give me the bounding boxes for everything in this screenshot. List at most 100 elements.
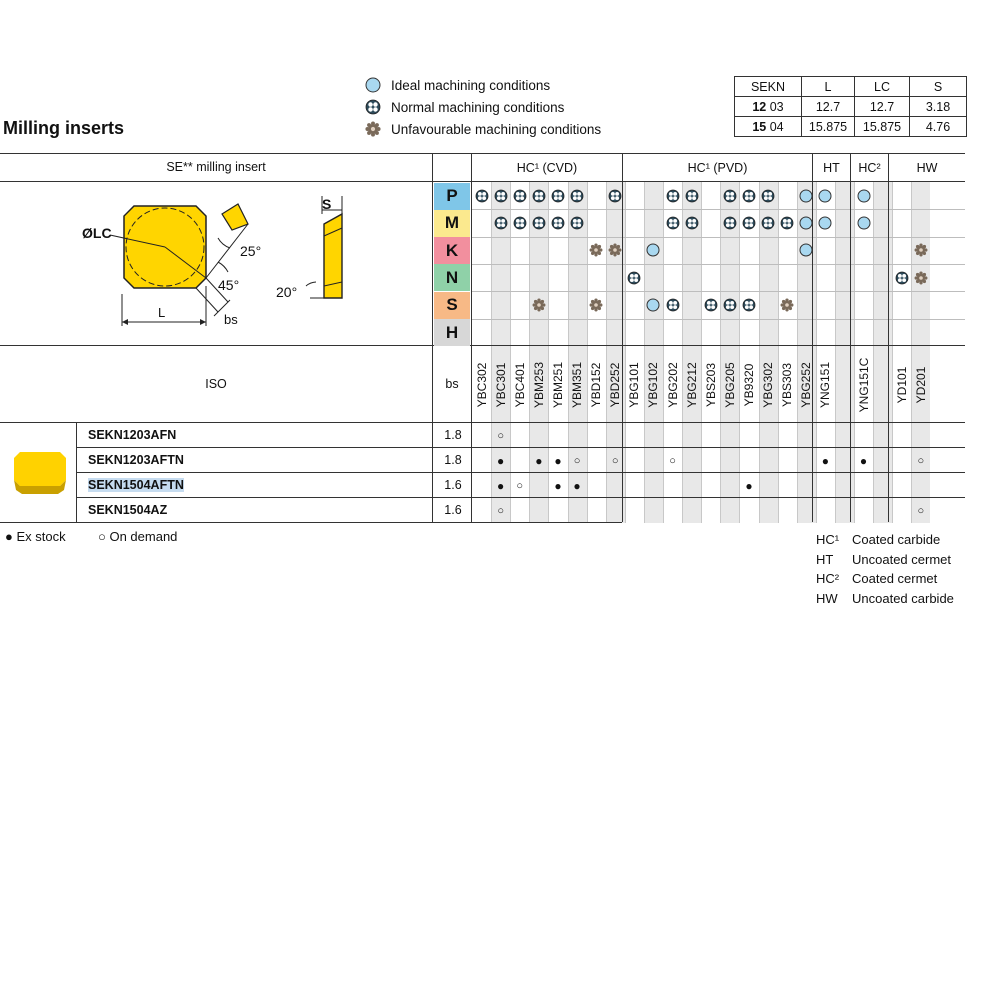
label-angle-25: 25° bbox=[240, 243, 262, 259]
normal-condition-icon bbox=[513, 189, 527, 203]
product-bs: 1.6 bbox=[444, 503, 462, 517]
column-divider bbox=[510, 182, 512, 523]
normal-condition-icon bbox=[685, 189, 699, 203]
material-row-rule bbox=[472, 318, 965, 320]
grade-label: YBM253 bbox=[531, 361, 546, 409]
grade-label: YBG202 bbox=[665, 362, 680, 408]
grade-label: YBG102 bbox=[646, 362, 661, 408]
group-divider bbox=[432, 153, 433, 522]
ex-stock-dot: ● bbox=[573, 478, 581, 493]
table-rule bbox=[0, 345, 965, 346]
size-cell-code: 12 03 bbox=[734, 96, 802, 117]
column-divider bbox=[911, 182, 913, 523]
insert-drawing bbox=[109, 196, 343, 326]
material-row-rule bbox=[472, 291, 965, 293]
product-code[interactable]: SEKN1203AFN bbox=[88, 428, 177, 442]
ideal-condition-icon bbox=[799, 243, 813, 257]
normal-condition-icon bbox=[551, 216, 565, 230]
grade-label: YBD152 bbox=[589, 362, 604, 408]
product-code[interactable]: SEKN1203AFTN bbox=[88, 453, 184, 467]
size-cell-s: 3.18 bbox=[909, 96, 967, 117]
unfavourable-condition-icon bbox=[914, 271, 928, 285]
ex-stock-dot: ● bbox=[554, 453, 562, 468]
column-divider bbox=[815, 182, 817, 523]
group-hw: HW bbox=[916, 161, 938, 175]
column-stripe bbox=[720, 182, 740, 523]
normal-condition-icon bbox=[704, 298, 718, 312]
normal-condition-icon bbox=[608, 189, 622, 203]
grade-label: YBC401 bbox=[512, 362, 527, 408]
table-rule bbox=[76, 497, 965, 498]
column-stripe bbox=[529, 182, 549, 523]
normal-condition-icon bbox=[494, 189, 508, 203]
normal-condition-icon bbox=[742, 298, 756, 312]
on-demand-circle: ○ bbox=[497, 504, 504, 517]
page-title: Milling inserts bbox=[3, 118, 125, 138]
ex-stock-dot: ● bbox=[497, 478, 505, 493]
on-demand-circle: ○ bbox=[917, 454, 925, 467]
unfavourable-condition-icon bbox=[589, 298, 603, 312]
table-rule bbox=[0, 153, 965, 154]
product-code[interactable]: SEKN1504AZ bbox=[88, 503, 168, 517]
normal-condition-icon bbox=[780, 216, 794, 230]
insert-image bbox=[14, 452, 66, 494]
ideal-condition-icon bbox=[857, 189, 871, 203]
material-h: H bbox=[434, 319, 470, 346]
grade-label: YBM251 bbox=[550, 361, 565, 409]
group-hc1-cvd: HC¹ (CVD) bbox=[516, 161, 578, 175]
size-header-sekn: SEKN bbox=[734, 76, 802, 97]
normal-condition-icon bbox=[742, 189, 756, 203]
table-rule bbox=[76, 447, 965, 448]
material-s: S bbox=[434, 291, 470, 319]
legend-label: Normal machining conditions bbox=[391, 99, 565, 115]
size-cell-lc: 15.875 bbox=[854, 116, 910, 137]
ideal-condition-icon bbox=[365, 77, 381, 93]
material-row-rule bbox=[472, 263, 965, 265]
group-divider bbox=[471, 153, 472, 522]
material-k: K bbox=[434, 237, 470, 265]
footnote-ex-stock: ● Ex stock bbox=[5, 529, 66, 544]
size-cell-l: 12.7 bbox=[801, 96, 855, 117]
material-row-rule bbox=[472, 209, 965, 211]
normal-condition-icon bbox=[666, 298, 680, 312]
column-divider bbox=[586, 182, 588, 523]
normal-condition-icon bbox=[895, 271, 909, 285]
on-demand-circle: ○ bbox=[611, 454, 619, 467]
unfavourable-condition-icon bbox=[532, 298, 546, 312]
size-cell-l: 15.875 bbox=[801, 116, 855, 137]
size-header-s: S bbox=[909, 76, 967, 97]
column-stripe bbox=[873, 182, 893, 523]
column-stripe bbox=[643, 182, 663, 523]
product-code[interactable]: SEKN1504AFTN bbox=[88, 478, 184, 492]
column-divider bbox=[758, 182, 760, 523]
normal-condition-icon bbox=[475, 189, 489, 203]
column-stripe bbox=[567, 182, 587, 523]
normal-condition-icon bbox=[723, 189, 737, 203]
material-n: N bbox=[434, 264, 470, 292]
grade-label: YNG151 bbox=[818, 361, 833, 409]
column-stripe bbox=[796, 182, 816, 523]
column-divider bbox=[854, 182, 855, 523]
on-demand-circle: ○ bbox=[573, 454, 581, 467]
ideal-condition-icon bbox=[799, 189, 813, 203]
column-divider bbox=[739, 182, 741, 523]
column-divider bbox=[796, 182, 798, 523]
ideal-condition-icon bbox=[857, 216, 871, 230]
column-divider bbox=[682, 182, 684, 523]
grade-label: YBG302 bbox=[761, 362, 775, 408]
on-demand-circle: ○ bbox=[917, 504, 925, 517]
normal-condition-icon bbox=[761, 216, 775, 230]
grade-label: YBS203 bbox=[703, 362, 718, 408]
group-divider bbox=[622, 153, 623, 522]
normal-condition-icon bbox=[570, 216, 584, 230]
size-cell-lc: 12.7 bbox=[854, 96, 910, 117]
normal-condition-icon bbox=[627, 271, 641, 285]
column-divider bbox=[777, 182, 779, 523]
grade-label: YBC302 bbox=[474, 362, 489, 408]
ideal-condition-icon bbox=[646, 298, 660, 312]
column-divider bbox=[892, 182, 894, 523]
